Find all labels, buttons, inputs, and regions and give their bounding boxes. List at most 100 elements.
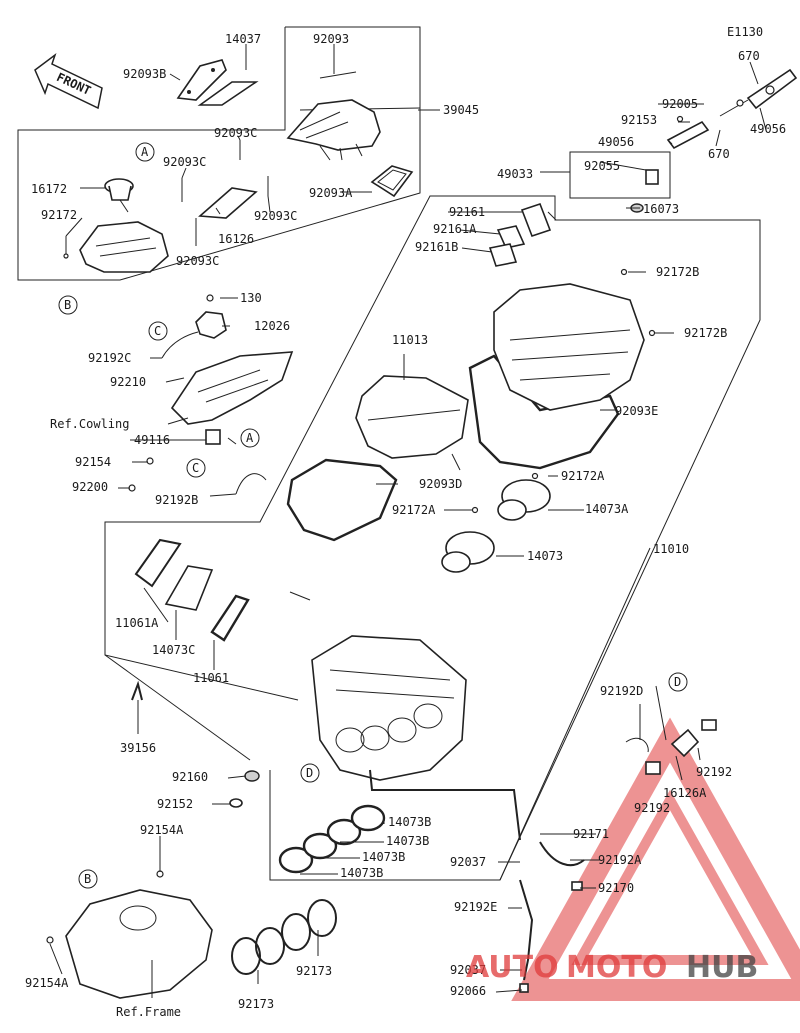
label-92192-b: 92192 [634, 801, 670, 815]
part-92192-hose [645, 761, 661, 775]
part-14073A-duct [497, 479, 551, 521]
label-92161B: 92161B [415, 240, 458, 254]
label-130: 130 [240, 291, 262, 305]
callout-a-top: A [141, 145, 149, 159]
part-labels: E1130 14037 92093 92093B 39045 92093C 92… [25, 25, 786, 1019]
label-92192C: 92192C [88, 351, 131, 365]
part-92005-fitting [719, 99, 749, 117]
label-670-b: 670 [708, 147, 730, 161]
label-92172B-b: 92172B [684, 326, 727, 340]
part-92152-washer [229, 798, 243, 808]
label-92160: 92160 [172, 770, 208, 784]
label-92170: 92170 [598, 881, 634, 895]
label-92093D: 92093D [419, 477, 462, 491]
part-92093D-gasket [286, 458, 398, 542]
label-92172A-a: 92172A [561, 469, 605, 483]
watermark-logo [511, 717, 800, 1001]
part-49116-sensor [205, 429, 221, 445]
leader-lines [49, 44, 767, 998]
part-92192C-hose [161, 331, 199, 359]
label-16126: 16126 [218, 232, 254, 246]
part-92192A-hose [539, 841, 585, 867]
front-arrow: FRONT [34, 52, 103, 110]
label-92037-a: 92037 [450, 855, 486, 869]
label-14073B-b: 14073B [386, 834, 429, 848]
group-frames [17, 26, 761, 881]
callout-d-right: D [674, 675, 681, 689]
callout-b-top: B [64, 298, 71, 312]
watermark-text: AUTO MOTO HUB [466, 950, 758, 985]
part-housing-left [79, 221, 169, 273]
watermark-auto: AUTO [466, 950, 559, 985]
label-14073B-c: 14073B [362, 850, 405, 864]
part-92192D-hose [625, 737, 649, 753]
label-49116: 49116 [134, 433, 170, 447]
label-ref-cowling: Ref.Cowling [50, 417, 129, 431]
part-92093A-seal [370, 165, 414, 198]
label-92192D: 92192D [600, 684, 643, 698]
label-14073A: 14073A [585, 502, 629, 516]
box-49033 [569, 151, 671, 199]
watermark-hub: HUB [686, 950, 758, 985]
label-49056-b: 49056 [750, 122, 786, 136]
part-16172-cap [104, 178, 134, 213]
label-39045: 39045 [443, 103, 479, 117]
callout-c-mid: C [192, 461, 199, 475]
part-frame-ref [65, 889, 213, 999]
label-39156: 39156 [120, 741, 156, 755]
bolt-92172A-pair [471, 472, 539, 514]
label-ref-frame: Ref.Frame [116, 1005, 181, 1019]
label-670-a: 670 [738, 49, 760, 63]
label-92093: 92093 [313, 32, 349, 46]
label-92055: 92055 [584, 159, 620, 173]
part-14073C-cover [164, 565, 214, 611]
part-11010-airbox [311, 635, 467, 781]
label-92152: 92152 [157, 797, 193, 811]
part-14073B-rings [278, 804, 386, 874]
label-92093B: 92093B [123, 67, 166, 81]
part-11013-filter [355, 375, 469, 459]
watermark-triangle [511, 717, 800, 1001]
label-92161A: 92161A [433, 222, 477, 236]
callout-a-mid: A [246, 431, 254, 445]
label-14073: 14073 [527, 549, 563, 563]
watermark-moto: MOTO [566, 950, 667, 985]
diagram-code: E1130 [727, 25, 763, 39]
callout-d-left: D [306, 766, 313, 780]
part-49056-pipe-left [666, 120, 710, 150]
part-49056-pipe-right [746, 68, 798, 110]
part-92055-valve [645, 169, 659, 185]
label-11010: 11010 [653, 542, 689, 556]
label-16073: 16073 [643, 202, 679, 216]
part-12026-valve [195, 311, 227, 339]
part-92160-grommet [244, 770, 260, 782]
label-92153: 92153 [621, 113, 657, 127]
part-92154-bolt [146, 457, 154, 465]
label-14037: 14037 [225, 32, 261, 46]
label-11013: 11013 [392, 333, 428, 347]
label-92093C-a: 92093C [214, 126, 257, 140]
label-92200: 92200 [72, 480, 108, 494]
callout-c-top: C [154, 324, 161, 338]
label-14073C: 14073C [152, 643, 195, 657]
part-92153-screw [676, 115, 684, 123]
part-92093-pin [319, 71, 357, 79]
label-11061A: 11061A [115, 616, 159, 630]
label-92172: 92172 [41, 208, 77, 222]
part-11061-seal [210, 594, 250, 642]
part-39156-clip [131, 680, 143, 701]
bolt-92172-left [63, 236, 69, 259]
label-92066: 92066 [450, 984, 486, 998]
label-92192A: 92192A [598, 853, 642, 867]
label-92192-a: 92192 [696, 765, 732, 779]
part-130-bolt [206, 294, 214, 302]
label-92093C-b: 92093C [163, 155, 206, 169]
part-92192B-hose [235, 473, 267, 495]
label-92154: 92154 [75, 455, 111, 469]
part-cowl-housing [170, 351, 294, 425]
label-92171: 92171 [573, 827, 609, 841]
label-14073B-d: 14073B [340, 866, 383, 880]
label-92172A-b: 92172A [392, 503, 436, 517]
callout-circles: A B C A C D D B [58, 142, 688, 889]
